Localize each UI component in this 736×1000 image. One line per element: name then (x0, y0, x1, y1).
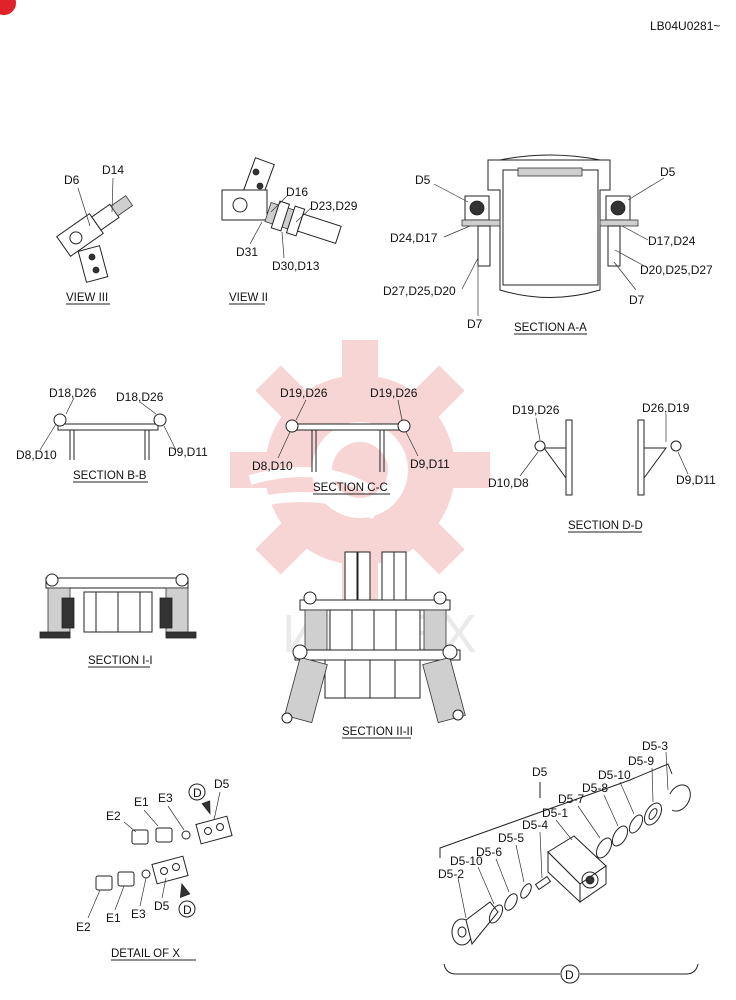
label-d18-d26-left: D18,D26 (49, 386, 97, 400)
caption-section-ii-ii: SECTION II-II (342, 726, 413, 738)
d5-assembly: D5 (438, 739, 699, 984)
svg-text:D: D (193, 786, 202, 800)
label-d5-right: D5 (660, 165, 676, 179)
label-d6: D6 (64, 173, 80, 187)
label-d5-upper: D5 (214, 777, 230, 791)
label-d5-7: D5-7 (558, 792, 584, 806)
label-d16: D16 (286, 185, 308, 199)
label-d7-right: D7 (629, 293, 645, 307)
label-d5-assembly: D5 (532, 765, 548, 779)
section-ii-ii: SECTION II-II (281, 551, 466, 739)
label-d5-8: D5-8 (582, 781, 608, 795)
label-e2-lower: E2 (76, 920, 91, 934)
detail-of-x: D E2 E1 E3 D5 D E2 E1 E3 D5 DETAIL OF X (76, 777, 233, 961)
caption-section-a-a: SECTION A-A (514, 322, 587, 334)
caption-detail-of-x: DETAIL OF X (111, 948, 180, 960)
callout-d-assembly (560, 964, 580, 984)
label-d8-d10: D8,D10 (16, 448, 57, 462)
label-e1-upper: E1 (134, 795, 149, 809)
label-d5-4: D5-4 (522, 818, 548, 832)
label-d5-10-left: D5-10 (450, 854, 483, 868)
label-d5-5: D5-5 (498, 831, 524, 845)
label-d5-2: D5-2 (438, 867, 464, 881)
label-e1-lower: E1 (106, 911, 121, 925)
label-d18-d26-right: D18,D26 (116, 390, 164, 404)
label-d10-d8-dd: D10,D8 (488, 476, 529, 490)
label-d20-d25-d27: D20,D25,D27 (640, 263, 713, 277)
callout-d-upper (188, 783, 206, 801)
section-i-i: SECTION I-I (39, 573, 197, 668)
label-d5-9: D5-9 (628, 754, 654, 768)
section-d-d: D19,D26 D26,D19 D10,D8 D9,D11 SECTION D-… (488, 401, 716, 533)
label-d5-1: D5-1 (542, 806, 568, 820)
label-e3-upper: E3 (158, 791, 173, 805)
label-d24-d17: D24,D17 (390, 231, 438, 245)
svg-text:D: D (565, 968, 574, 982)
label-d17-d24: D17,D24 (648, 234, 696, 248)
corner-badge (0, 0, 16, 15)
label-d19-d26-right: D19,D26 (370, 386, 418, 400)
label-e2-upper: E2 (106, 809, 121, 823)
label-d7-left: D7 (467, 317, 483, 331)
label-d5-left: D5 (415, 173, 431, 187)
label-e3-lower: E3 (131, 907, 146, 921)
caption-section-b-b: SECTION B-B (73, 470, 147, 482)
label-d27-d25-d20: D27,D25,D20 (383, 284, 456, 298)
section-a-a: D5 D5 D24,D17 D17,D24 D20,D25,D27 D27,D2… (383, 154, 713, 335)
label-d14: D14 (102, 163, 124, 177)
doc-code: LB04U0281~ (650, 19, 720, 33)
svg-text:D: D (183, 903, 192, 917)
caption-section-d-d: SECTION D-D (568, 520, 643, 532)
label-d5-6: D5-6 (476, 845, 502, 859)
caption-view-iii: VIEW III (66, 292, 108, 304)
label-d5-10-right: D5-10 (598, 768, 631, 782)
label-d9-d11-cc: D9,D11 (410, 457, 450, 471)
label-d9-d11: D9,D11 (168, 445, 208, 459)
label-d31: D31 (236, 245, 258, 259)
label-d23-d29: D23,D29 (310, 199, 358, 213)
section-b-b: D18,D26 D18,D26 D8,D10 D9,D11 SECTION B-… (16, 386, 208, 483)
callout-d-lower (178, 900, 196, 918)
view-ii: D16 D23,D29 D31 D30,D13 VIEW II (221, 157, 358, 305)
label-d30-d13: D30,D13 (272, 259, 320, 273)
label-d8-d10-cc: D8,D10 (252, 459, 293, 473)
label-d5-3: D5-3 (642, 739, 668, 753)
label-d19-d26-left: D19,D26 (280, 386, 328, 400)
label-d5-lower: D5 (154, 899, 170, 913)
caption-section-i-i: SECTION I-I (88, 655, 153, 667)
caption-view-ii: VIEW II (229, 292, 268, 304)
caption-section-c-c: SECTION C-C (313, 482, 388, 494)
label-d9-d11-dd: D9,D11 (676, 473, 716, 487)
section-c-c: D19,D26 D19,D26 D8,D10 D9,D11 SECTION C-… (252, 386, 450, 495)
view-iii: D6 D14 VIEW III (56, 163, 134, 305)
label-d19-d26-dd: D19,D26 (512, 403, 560, 417)
label-d26-d19-dd: D26,D19 (642, 401, 690, 415)
